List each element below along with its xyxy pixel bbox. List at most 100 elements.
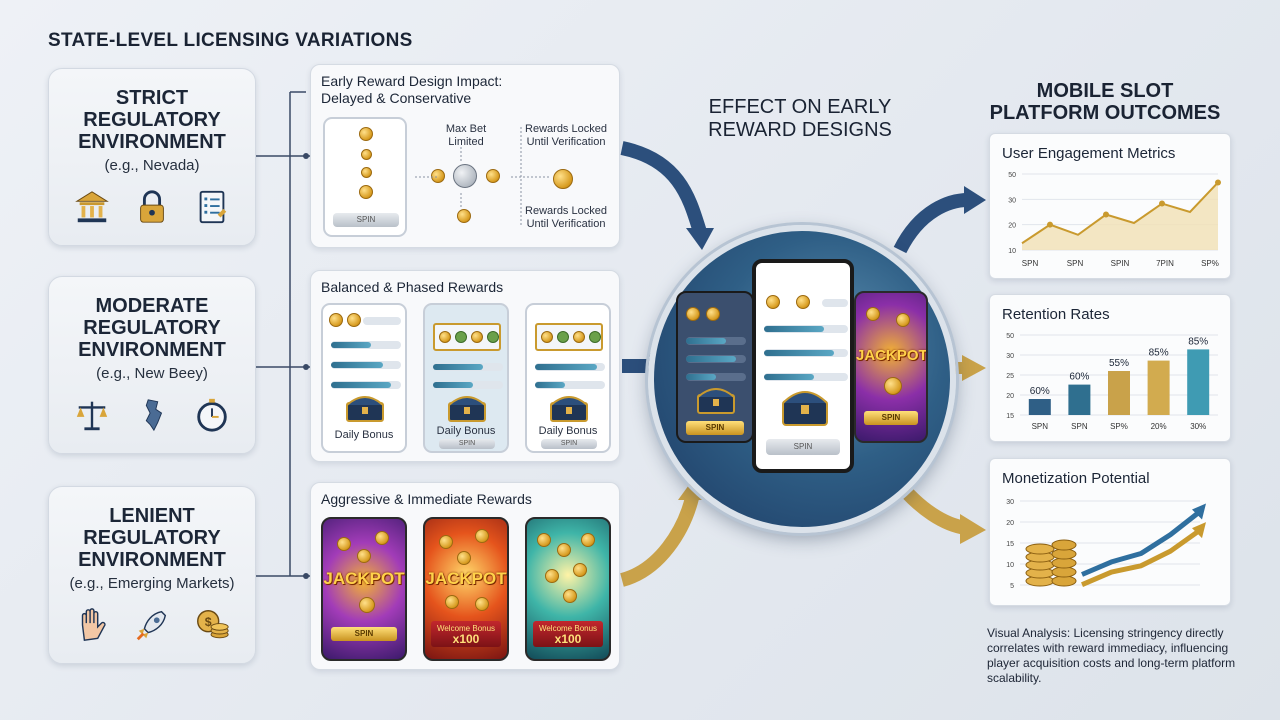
- welcome-bonus-label: Welcome Bonus: [538, 624, 598, 633]
- env-example: (e.g., Emerging Markets): [69, 575, 235, 592]
- center-phone-middle: SPIN: [752, 259, 854, 473]
- env-card-strict: STRICT REGULATORY ENVIRONMENT (e.g., Nev…: [48, 68, 256, 246]
- y-tick-label: 15: [1006, 541, 1014, 548]
- y-tick-label: 30: [1006, 353, 1014, 360]
- page-title: STATE-LEVEL LICENSING VARIATIONS: [48, 30, 413, 51]
- design-card-moderate: Balanced & Phased Rewards Daily Bonus Da…: [310, 270, 620, 462]
- coin-icon: [553, 169, 573, 189]
- padlock-icon: [140, 190, 164, 223]
- jackpot-label: JACKPOT: [323, 569, 405, 588]
- treasure-chest-icon: [782, 391, 828, 426]
- series-line: [1081, 509, 1202, 577]
- y-tick-label: 30: [1008, 197, 1016, 204]
- treasure-chest-icon: [550, 396, 588, 422]
- y-tick-label: 20: [1008, 223, 1016, 230]
- coin-icon: [486, 169, 500, 183]
- jackpot-phone-3: Welcome Bonus x100: [525, 517, 611, 661]
- y-tick-label: 20: [1006, 393, 1014, 400]
- bar: [1028, 399, 1051, 415]
- bar: [1187, 349, 1210, 415]
- monetization-title: Monetization Potential: [1002, 470, 1150, 487]
- slot-reels: [433, 323, 501, 351]
- design-title-line2: Delayed & Conservative: [321, 90, 472, 106]
- env-title: STRICT REGULATORY ENVIRONMENT: [78, 87, 226, 153]
- checklist-icon: [199, 190, 227, 224]
- engagement-title: User Engagement Metrics: [1002, 145, 1176, 162]
- coins-icon: $: [197, 610, 229, 639]
- daily-bonus-label: Daily Bonus: [334, 429, 394, 441]
- x-tick-label: 7PIN: [1156, 259, 1174, 268]
- welcome-bonus-tag: Welcome Bonus x100: [533, 621, 603, 647]
- design-title-line1: Early Reward Design Impact:: [321, 73, 503, 89]
- arrow-head: [1192, 522, 1206, 539]
- flow-lines: [415, 127, 551, 227]
- max-bet-label: Max Bet Limited: [445, 123, 487, 148]
- spin-button[interactable]: SPIN: [331, 627, 397, 641]
- data-label: 60%: [1030, 386, 1050, 397]
- spin-button[interactable]: SPIN: [541, 439, 597, 449]
- series-line: [1081, 528, 1202, 587]
- design-card-lenient: Aggressive & Immediate Rewards JACKPOT S…: [310, 482, 620, 670]
- welcome-bonus-tag: Welcome Bonus x100: [431, 621, 501, 647]
- y-tick-label: 50: [1006, 333, 1014, 340]
- y-tick-label: 5: [1010, 583, 1014, 590]
- welcome-bonus-label: Welcome Bonus: [436, 624, 496, 633]
- treasure-chest-icon: [448, 396, 486, 422]
- series-line: [1021, 181, 1219, 245]
- hand-icon: [81, 608, 106, 642]
- x-tick-label: SP%: [1110, 422, 1128, 431]
- slot-reels: [535, 323, 603, 351]
- mini-phone-locked: SPIN: [323, 117, 407, 237]
- env-card-moderate: MODERATE REGULATORY ENVIRONMENT (e.g., N…: [48, 276, 256, 454]
- x-tick-label: SPN: [1022, 259, 1039, 268]
- jackpot-label: JACKPOT: [425, 569, 507, 588]
- data-point: [1215, 179, 1221, 186]
- rewards-locked-label: Rewards Locked Until Verification: [525, 123, 607, 148]
- rewards-locked-label: Rewards Locked Until Verification: [525, 205, 607, 230]
- coin-icon: [361, 149, 372, 160]
- spin-button[interactable]: SPIN: [686, 421, 744, 435]
- x-tick-label: SPN: [1032, 422, 1049, 431]
- spin-button[interactable]: SPIN: [864, 411, 918, 425]
- data-label: 55%: [1109, 358, 1129, 369]
- spin-button[interactable]: SPIN: [439, 439, 495, 449]
- env-example: (e.g., New Beey): [96, 365, 208, 382]
- spin-button[interactable]: SPIN: [333, 213, 399, 227]
- env-title: LENIENT REGULATORY ENVIRONMENT: [78, 505, 226, 571]
- effect-title: EFFECT ON EARLY REWARD DESIGNS: [708, 96, 892, 141]
- stopwatch-icon: [197, 398, 227, 432]
- visual-analysis-note: Visual Analysis: Licensing stringency di…: [987, 626, 1236, 685]
- effect-circle: SPIN SPIN JACKPOT SPIN: [648, 225, 956, 533]
- y-tick-label: 20: [1006, 520, 1014, 527]
- jackpot-label: JACKPOT: [856, 347, 928, 364]
- silver-coin-icon: [453, 164, 477, 188]
- multiplier-label: x100: [554, 632, 582, 646]
- area-fill: [1022, 182, 1218, 250]
- bar: [1147, 360, 1170, 415]
- scales-icon: [76, 401, 108, 431]
- design-card-strict: Early Reward Design Impact: Delayed & Co…: [310, 64, 620, 248]
- mini-phone-phased-1: Daily Bonus: [321, 303, 407, 453]
- x-tick-label: SPN: [1071, 422, 1088, 431]
- bank-icon: [75, 191, 109, 223]
- daily-bonus-label: Daily Bonus: [538, 425, 598, 437]
- coin-icon: [347, 313, 361, 327]
- jackpot-phone-1: JACKPOT SPIN: [321, 517, 407, 661]
- center-phone-right: JACKPOT SPIN: [854, 291, 928, 443]
- bar: [1068, 384, 1091, 415]
- y-tick-label: 25: [1006, 373, 1014, 380]
- design-title: Balanced & Phased Rewards: [321, 279, 504, 295]
- jackpot-phone-2: JACKPOT Welcome Bonus x100: [423, 517, 509, 661]
- env-title: MODERATE REGULATORY ENVIRONMENT: [78, 295, 226, 361]
- coin-stack-coin: [1025, 543, 1055, 555]
- treasure-chest-icon: [346, 396, 384, 422]
- y-tick-label: 15: [1006, 413, 1014, 420]
- retention-title: Retention Rates: [1002, 306, 1110, 323]
- bar: [1108, 371, 1130, 415]
- spin-button[interactable]: SPIN: [766, 439, 840, 455]
- x-tick-label: SP%: [1201, 259, 1219, 268]
